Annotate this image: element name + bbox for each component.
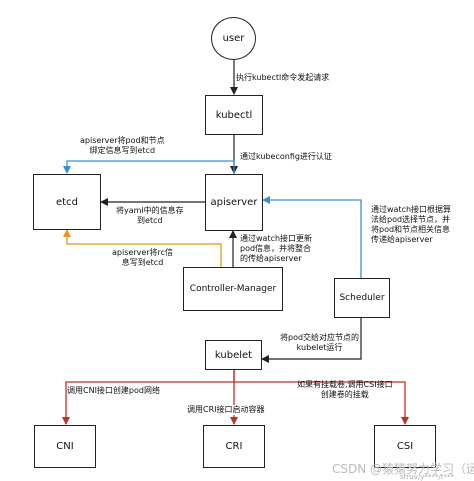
csdn-watermark-small: struv/y****/t*** — [400, 473, 454, 481]
node-apiserver: apiserver — [205, 174, 263, 231]
label-line: 创建卷的挂载 — [320, 390, 369, 399]
label-kubelet-cni: 调用CNI接口创建pod网络 — [67, 386, 160, 396]
node-scheduler: Scheduler — [334, 278, 390, 318]
label-line: 息写到etcd — [121, 258, 164, 267]
label-yaml-etcd: 将yaml中的信息存 到etcd — [116, 206, 184, 226]
node-user: user — [211, 17, 256, 60]
label-line: 将pod交给对应节点的 — [280, 333, 360, 342]
label-line: 如果有挂载卷,调用CSI接口 — [297, 380, 393, 389]
label-line: 的传给apiserver — [240, 254, 302, 263]
edge-kubelet-cni — [62, 370, 235, 425]
label-kubelet-cri: 调用CRI接口启动容器 — [187, 405, 265, 415]
label-user-kubectl: 执行kubectl命令发起请求 — [236, 73, 330, 83]
label-pod-kubelet: 将pod交给对应节点的 kubelet运行 — [280, 333, 359, 353]
label-line: 绑定信息写到etcd — [89, 146, 156, 155]
edge-scheduler-kubelet — [261, 318, 362, 363]
label-line: 通过watch接口根据算 — [371, 205, 452, 214]
node-csi: CSI — [374, 425, 436, 468]
edge-apiserver-etcd-bind — [63, 160, 235, 174]
label-line: kubelet运行 — [296, 343, 343, 352]
node-kubectl: kubectl — [205, 95, 263, 135]
label-scheduler-watch: 通过watch接口根据算 法给pod选择节点，并 将pod和节点相关信息 传递给… — [371, 205, 451, 245]
edge-kubelet-csi — [234, 381, 409, 425]
label-line: 通过watch接口更新 — [240, 234, 313, 243]
edge-controller-etcd-rc — [63, 229, 222, 267]
label-line: apiserver将rc信 — [112, 248, 174, 257]
label-line: 法给pod选择节点，并 — [371, 215, 451, 224]
label-line: pod信息，并将整合 — [240, 244, 312, 253]
label-rc-etcd: apiserver将rc信 息写到etcd — [112, 248, 173, 268]
edge-scheduler-apiserver — [262, 196, 362, 278]
label-line: 将pod和节点相关信息 — [371, 225, 451, 234]
node-cni: CNI — [34, 425, 96, 468]
node-controller-manager: Controller-Manager — [183, 267, 283, 311]
csdn-watermark: CSDN @猿猿努力学习（运维 — [332, 462, 474, 476]
label-line: 到etcd — [137, 216, 163, 225]
label-line: 传递给apiserver — [371, 235, 433, 244]
label-line: apiserver将pod和节点 — [80, 136, 165, 145]
label-kubelet-csi: 如果有挂载卷,调用CSI接口 创建卷的挂载 — [297, 380, 393, 400]
node-cri: CRI — [203, 425, 265, 468]
label-kubectl-apiserver: 通过kubeconfig进行认证 — [240, 152, 332, 162]
node-kubelet: kubelet — [205, 340, 262, 370]
label-apiserver-bind-etcd: apiserver将pod和节点 绑定信息写到etcd — [80, 136, 165, 156]
label-line: 将yaml中的信息存 — [116, 206, 184, 215]
node-etcd: etcd — [33, 174, 101, 230]
label-controller-watch: 通过watch接口更新 pod信息，并将整合 的传给apiserver — [240, 234, 312, 264]
